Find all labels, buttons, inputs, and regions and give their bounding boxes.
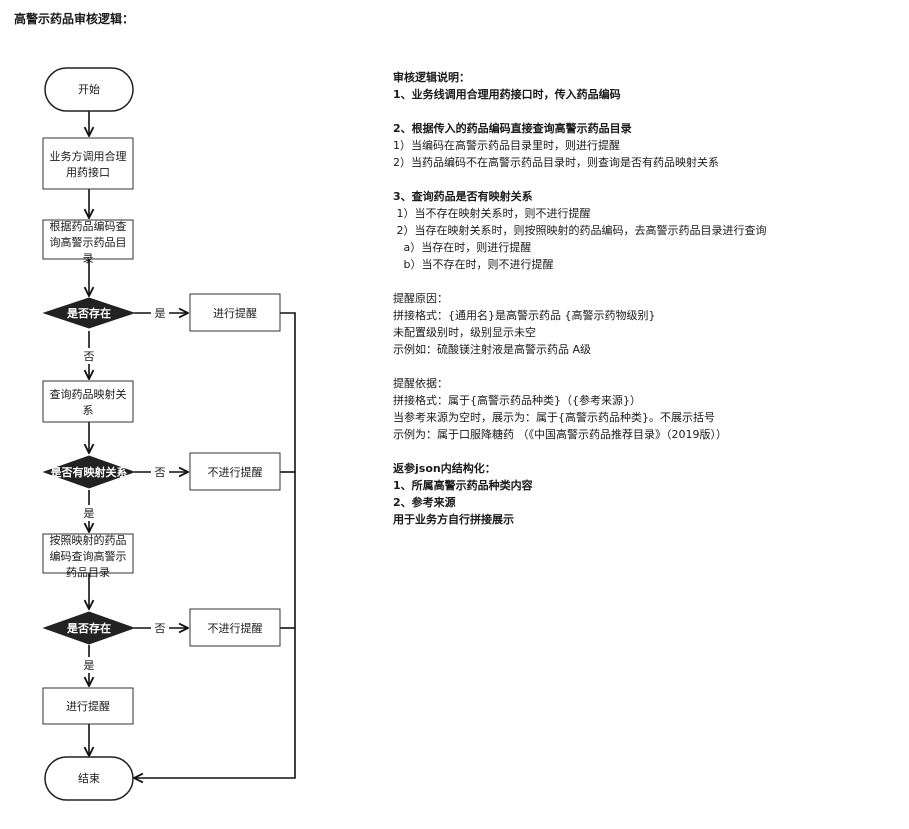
action-no-remind-1: 不进行提醒 (189, 452, 281, 491)
notes-rule2-b: 2）当药品编码不在高警示药品目录时，则查询是否有药品映射关系 (393, 156, 719, 169)
step2-line2: 询高警示药品目 (50, 235, 127, 249)
notes-reason-b: 未配置级别时，级别显示未空 (393, 326, 536, 339)
decision-exists-1: 是否存在 (42, 297, 136, 329)
step2-line1: 根据药品编码查 (50, 219, 127, 233)
notes-logic-block: 审核逻辑说明： 1、业务线调用合理用药接口时，传入药品编码 (393, 69, 893, 103)
notes-basis-a: 拼接格式：属于{高警示药品种类}（{参考来源}） (393, 394, 641, 407)
step1-line2: 用药接口 (66, 166, 110, 179)
connector-actions-to-end (134, 312, 296, 778)
step3-line2: 系 (83, 404, 94, 417)
end-label: 结束 (78, 772, 100, 785)
decision1-no-label: 否 (84, 350, 95, 363)
logic-notes: 审核逻辑说明： 1、业务线调用合理用药接口时，传入药品编码 2、根据传入的药品编… (393, 69, 893, 545)
notes-basis-c: 示例为：属于口服降糖药 （《中国高警示药品推荐目录》（2019版）） (393, 428, 727, 441)
notes-rule3-heading: 3、查询药品是否有映射关系 (393, 190, 533, 203)
notes-rule3-b: 2）当存在映射关系时，则按照映射的药品编码，去高警示药品目录进行查询 (393, 224, 767, 237)
step1-line1: 业务方调用合理 (50, 149, 127, 163)
notes-reason-block: 提醒原因： 拼接格式：{通用名}是高警示药品 {高警示药物级别} 未配置级别时，… (393, 290, 893, 358)
decision1-label: 是否存在 (66, 306, 111, 320)
notes-reason-heading: 提醒原因： (393, 292, 448, 305)
action-no-remind-2: 不进行提醒 (189, 608, 281, 647)
decision-has-mapping: 是否有映射关系 (42, 455, 136, 489)
notes-logic-heading: 审核逻辑说明： (393, 71, 470, 84)
start-node: 开始 (44, 67, 134, 112)
notes-reason-a: 拼接格式：{通用名}是高警示药品 {高警示药物级别} (393, 309, 656, 322)
step2-line3: 录 (83, 252, 94, 265)
step-query-by-mapped-code: 按照映射的药品 编码查询高警示 药品目录 (42, 533, 134, 579)
notes-basis-block: 提醒依据： 拼接格式：属于{高警示药品种类}（{参考来源}） 当参考来源为空时，… (393, 375, 893, 443)
notes-json-block: 返参json内结构化： 1、所属高警示药品种类内容 2、参考来源 用于业务方自行… (393, 460, 893, 528)
decision3-label: 是否存在 (66, 621, 111, 635)
decision1-yes-label: 是 (155, 307, 166, 320)
step4-line1: 按照映射的药品 (50, 533, 127, 547)
notes-json-c: 用于业务方自行拼接展示 (393, 513, 514, 526)
decision2-yes-label: 是 (84, 507, 95, 520)
decision3-yes-label: 是 (84, 659, 95, 672)
decision3-no-label: 否 (155, 622, 166, 635)
action-remind-1: 进行提醒 (189, 293, 281, 332)
end-node: 结束 (44, 756, 134, 801)
notes-basis-b: 当参考来源为空时，展示为：属于{高警示药品种类}。不展示括号 (393, 411, 715, 424)
action2-label: 不进行提醒 (208, 466, 263, 479)
decision2-no-label: 否 (155, 466, 166, 479)
decision-exists-2: 是否存在 (42, 611, 136, 645)
start-label: 开始 (78, 82, 100, 96)
notes-rule2-a: 1）当编码在高警示药品目录里时，则进行提醒 (393, 139, 620, 152)
action4-label: 进行提醒 (66, 700, 110, 713)
notes-rule2-heading: 2、根据传入的药品编码直接查询高警示药品目录 (393, 122, 632, 135)
decision2-label: 是否有映射关系 (50, 465, 128, 479)
notes-json-b: 2、参考来源 (393, 496, 456, 509)
notes-rule3-d: b）当不存在时，则不进行提醒 (393, 258, 554, 271)
step4-line2: 编码查询高警示 (50, 549, 127, 563)
action3-label: 不进行提醒 (208, 622, 263, 635)
notes-rule3-a: 1）当不存在映射关系时，则不进行提醒 (393, 207, 591, 220)
notes-reason-c: 示例如：硫酸镁注射液是高警示药品 A级 (393, 343, 592, 356)
step-query-mapping: 查询药品映射关 系 (42, 380, 134, 423)
notes-json-a: 1、所属高警示药品种类内容 (393, 479, 533, 492)
notes-rule3-block: 3、查询药品是否有映射关系 1）当不存在映射关系时，则不进行提醒 2）当存在映射… (393, 188, 893, 273)
notes-rule2-block: 2、根据传入的药品编码直接查询高警示药品目录 1）当编码在高警示药品目录里时，则… (393, 120, 893, 171)
step3-line1: 查询药品映射关 (50, 387, 127, 401)
step-call-interface: 业务方调用合理 用药接口 (42, 137, 134, 190)
action1-label: 进行提醒 (213, 307, 257, 320)
step-query-catalog: 根据药品编码查 询高警示药品目 录 (42, 219, 134, 265)
notes-basis-heading: 提醒依据： (393, 377, 448, 390)
notes-json-heading: 返参json内结构化： (393, 462, 496, 475)
notes-logic-line1: 1、业务线调用合理用药接口时，传入药品编码 (393, 88, 621, 101)
action-remind-2: 进行提醒 (42, 687, 134, 725)
notes-rule3-c: a）当存在时，则进行提醒 (393, 241, 532, 254)
page-title: 高警示药品审核逻辑： (14, 12, 135, 26)
step4-line3: 药品目录 (66, 566, 110, 579)
